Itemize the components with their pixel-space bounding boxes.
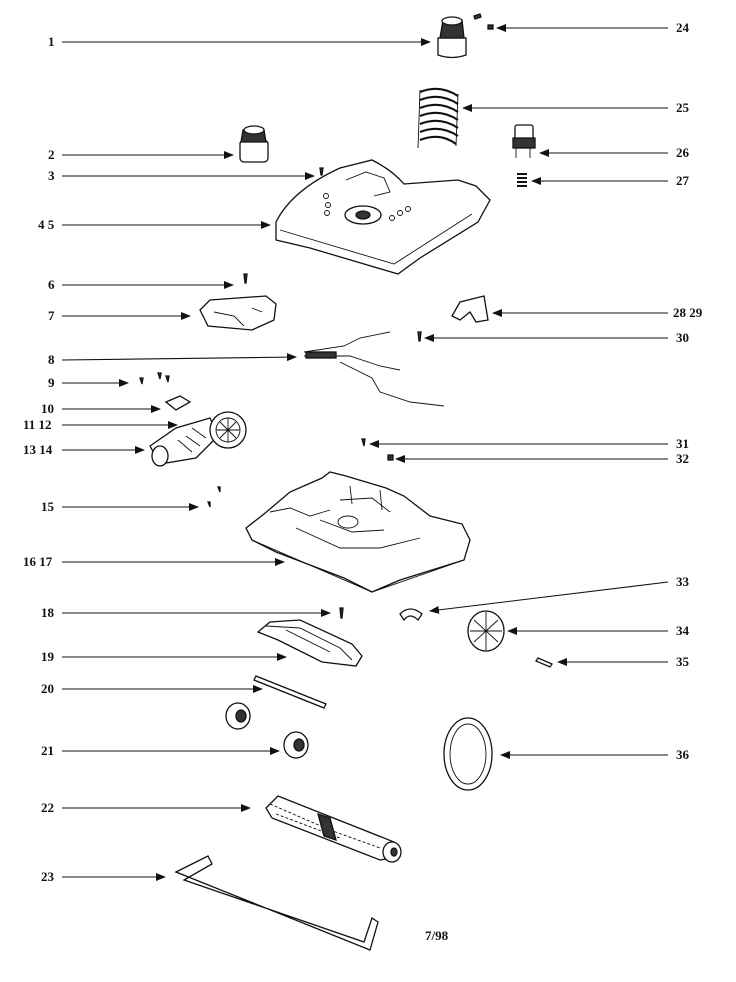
callout-35: 35 (676, 654, 689, 669)
part-30-screw (417, 331, 422, 342)
part-11-14-motor (149, 411, 247, 467)
leader-lines-right (369, 24, 669, 759)
part-4-5-hood (275, 159, 491, 275)
part-22-brushroll (265, 795, 402, 863)
leader-8 (61, 353, 297, 362)
callout-32: 32 (676, 451, 689, 466)
callout-16-17: 16 17 (23, 554, 53, 569)
part-26-switch (512, 124, 536, 158)
part-15-screws (207, 486, 221, 508)
part-25-spring (417, 87, 459, 149)
callout-24: 24 (676, 20, 689, 35)
callout-1: 1 (48, 34, 55, 49)
callout-13-14: 13 14 (23, 442, 53, 457)
callout-34: 34 (676, 623, 689, 638)
leader-lines-left (61, 38, 431, 881)
callout-25: 25 (676, 100, 689, 115)
part-35-pin (535, 657, 553, 668)
part-31-screw (361, 438, 366, 447)
part-33-clip (399, 608, 423, 622)
callout-10: 10 (41, 401, 54, 416)
callout-9: 9 (48, 375, 55, 390)
callout-19: 19 (41, 649, 54, 664)
callout-11-12: 11 12 (23, 417, 52, 432)
part-19-bottom-plate (256, 619, 363, 667)
callout-2: 2 (48, 147, 55, 162)
part-34-wheel (467, 610, 505, 652)
part-23-handle-bracket (174, 855, 379, 951)
part-27-spring (517, 173, 527, 187)
callout-31: 31 (676, 436, 689, 451)
callout-27: 27 (676, 173, 689, 188)
part-6-screw (243, 273, 248, 284)
part-2-cap (239, 125, 269, 163)
part-24-small-screw (473, 13, 494, 30)
callout-21: 21 (41, 743, 54, 758)
callout-30: 30 (676, 330, 689, 345)
leader-33 (429, 581, 669, 614)
part-3-screw (319, 167, 324, 176)
callout-18: 18 (41, 605, 54, 620)
part-28-29-latch (451, 295, 489, 323)
part-20-axle (253, 675, 327, 709)
callout-15: 15 (41, 499, 54, 514)
callout-36: 36 (676, 747, 689, 762)
part-16-17-base (245, 471, 471, 593)
callout-8: 8 (48, 352, 55, 367)
part-1-cap (437, 16, 467, 59)
part-10-plate (164, 395, 192, 411)
part-36-belt (443, 717, 493, 791)
part-8-cord-harness (303, 331, 445, 407)
part-21-wheels (225, 702, 309, 759)
part-18-screw (339, 607, 344, 619)
part-7-bracket (199, 295, 277, 331)
callout-3: 3 (48, 168, 55, 183)
callout-23: 23 (41, 869, 54, 884)
callout-33: 33 (676, 574, 689, 589)
part-32-nut (387, 454, 394, 461)
callout-4-5: 4 5 (38, 217, 55, 232)
callout-26: 26 (676, 145, 689, 160)
date-code: 7/98 (425, 928, 449, 943)
callout-20: 20 (41, 681, 54, 696)
callout-6: 6 (48, 277, 55, 292)
callout-22: 22 (41, 800, 54, 815)
callout-7: 7 (48, 308, 55, 323)
part-9-clips (139, 372, 170, 385)
callout-28-29: 28 29 (673, 305, 703, 320)
